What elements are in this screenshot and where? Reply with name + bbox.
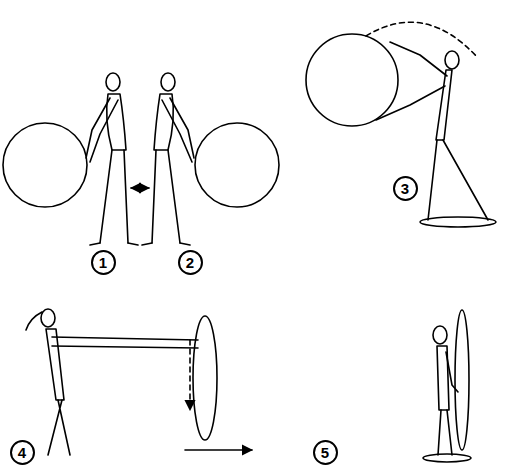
hoop <box>193 316 217 440</box>
hoop <box>455 310 469 450</box>
throw-path <box>366 22 478 58</box>
callout-number: 3 <box>393 176 418 201</box>
rotation-mark <box>423 454 471 462</box>
roll-arrow <box>189 340 191 410</box>
gymnast-figure <box>26 309 217 455</box>
gymnast-figure <box>142 73 279 245</box>
callout-number-text: 1 <box>99 255 107 270</box>
hoop <box>306 34 398 126</box>
callout-number: 5 <box>313 440 338 465</box>
callout-number: 2 <box>178 250 203 275</box>
gymnast-figure <box>3 73 138 245</box>
gymnast-figure <box>423 310 471 462</box>
callout-number: 1 <box>91 250 116 275</box>
callout-number-text: 3 <box>401 181 409 196</box>
hoop <box>195 123 279 207</box>
travel-arrow <box>185 449 252 451</box>
rotation-mark <box>420 217 496 227</box>
hoop <box>3 123 87 207</box>
callout-number-text: 5 <box>321 445 329 460</box>
callout-number-text: 2 <box>186 255 194 270</box>
callout-number: 4 <box>10 440 35 465</box>
callout-number-text: 4 <box>18 445 26 460</box>
gymnast-figure <box>306 22 496 227</box>
swing-arrow <box>131 187 149 189</box>
